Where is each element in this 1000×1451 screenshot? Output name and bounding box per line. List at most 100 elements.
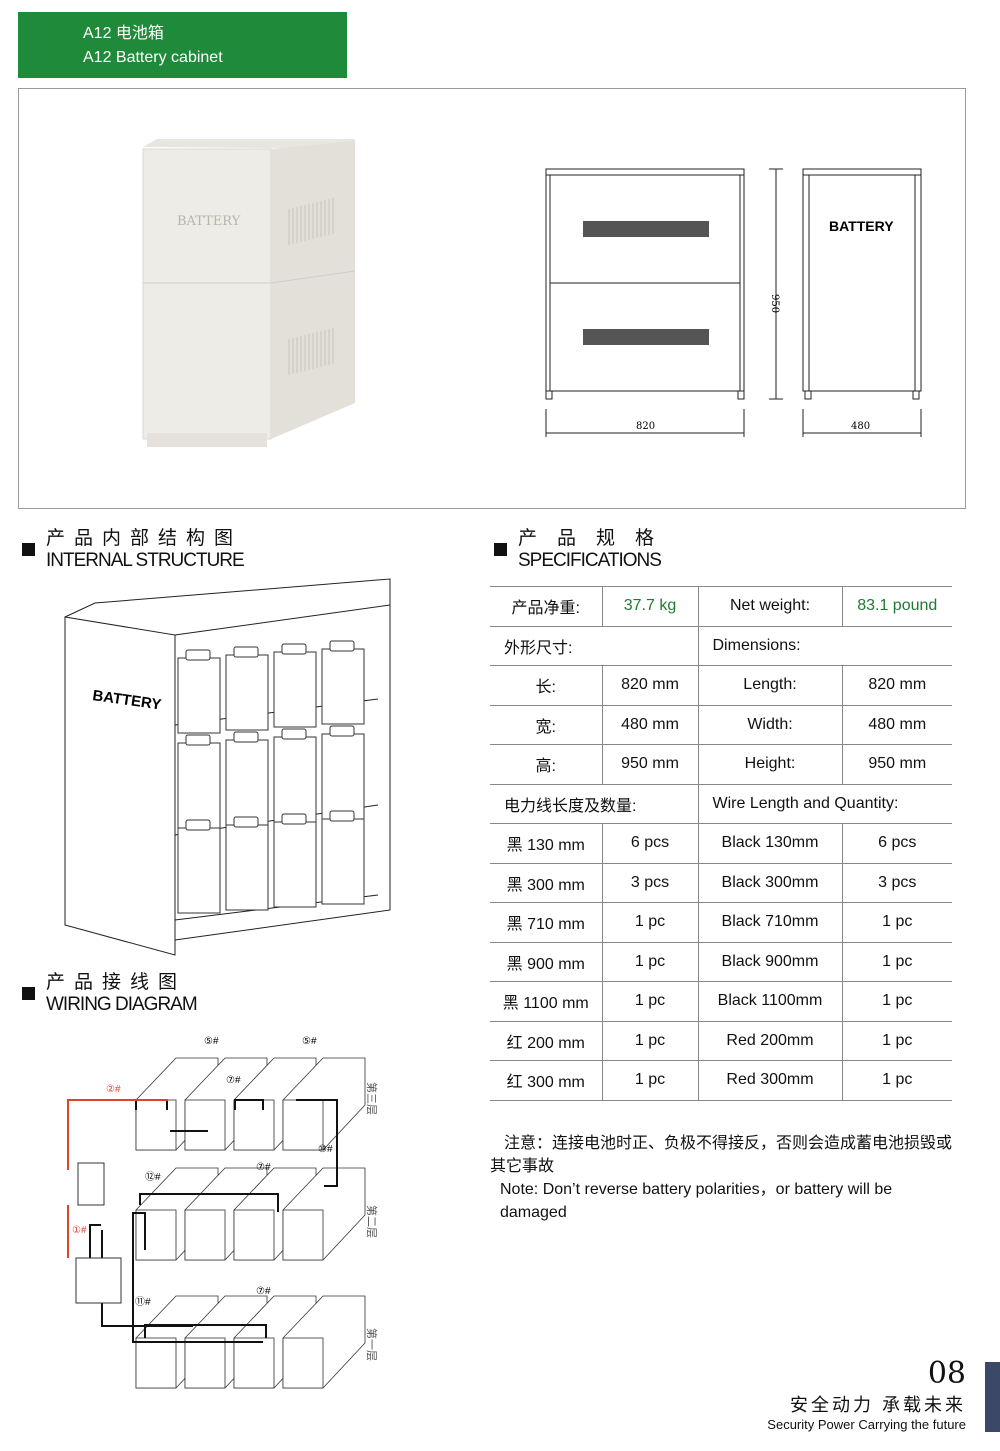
battery-handle	[233, 816, 259, 828]
spec-cell: Length:	[697, 665, 842, 706]
battery-face	[282, 1337, 324, 1389]
layer-label-2: 第二层	[365, 1205, 379, 1238]
battery-cell	[321, 818, 365, 905]
spec-cell: Black 130mm	[697, 823, 842, 864]
battery-handle	[233, 646, 259, 658]
wire-label-7: ⑦#	[256, 1286, 271, 1297]
battery-cell	[225, 654, 269, 731]
spec-cell: 黑 130 mm	[490, 823, 602, 864]
spec-cell: Black 1100mm	[697, 981, 842, 1022]
battery-face	[184, 1209, 226, 1261]
spec-group-heading: 外形尺寸:	[490, 626, 698, 666]
spec-cell: 1 pc	[601, 902, 698, 943]
battery-face	[282, 1099, 324, 1151]
bullet-square	[22, 543, 35, 556]
battery-cell	[225, 824, 269, 911]
battery-cell	[321, 733, 365, 825]
wire-label-10: ⑩#	[318, 1144, 333, 1155]
spec-cell: 37.7 kg	[601, 586, 698, 627]
battery-handle	[329, 640, 355, 652]
spec-cell: Red 200mm	[697, 1021, 842, 1061]
spec-cell: 3 pcs	[601, 863, 698, 903]
spec-cell: Height:	[697, 744, 842, 785]
spec-cell: Black 900mm	[697, 942, 842, 982]
battery-face	[184, 1337, 226, 1389]
spec-cell: Red 300mm	[697, 1060, 842, 1101]
spec-group-heading: Wire Length and Quantity:	[697, 784, 952, 824]
spec-cell: 820 mm	[841, 665, 952, 706]
battery-handle	[233, 731, 259, 743]
wire-label-2: ②#	[106, 1084, 121, 1095]
battery-handle	[185, 649, 211, 661]
spec-group-heading: 电力线长度及数量:	[490, 784, 698, 824]
spec-cell: 6 pcs	[601, 823, 698, 864]
wire-label-7: ⑦#	[256, 1162, 271, 1173]
dim-depth: 480	[851, 421, 870, 432]
spec-cell: 黑 1100 mm	[490, 981, 602, 1022]
footer-bar	[985, 1362, 1000, 1432]
spec-cell: Width:	[697, 705, 842, 745]
spec-cell: 1 pc	[601, 1060, 698, 1101]
battery-face	[135, 1337, 177, 1389]
spec-cell: 长:	[490, 665, 602, 706]
page-number: 08	[927, 1356, 966, 1391]
battery-cell	[273, 821, 317, 908]
wire-label-5: ⑤#	[302, 1036, 317, 1047]
cabinet-photo: BATTERY	[142, 139, 356, 447]
spec-cell: 820 mm	[601, 665, 698, 706]
battery-handle	[329, 725, 355, 737]
polarity-note: 注意：连接电池时正、负极不得接反，否则会造成蓄电池损毁或其它事故 Note: D…	[490, 1132, 960, 1224]
battery-handle	[329, 810, 355, 822]
wire-label-1: ①#	[72, 1225, 87, 1236]
battery-cell	[273, 651, 317, 728]
spec-cell: 产品净重:	[490, 586, 602, 627]
spec-cell: 1 pc	[601, 942, 698, 982]
spec-cell: 1 pc	[841, 902, 952, 943]
page-header: A12 电池箱 A12 Battery cabinet	[18, 12, 347, 78]
page-footer: 08 安全动力 承载未来 Security Power Carrying the…	[767, 1356, 966, 1433]
spec-cell: 红 300 mm	[490, 1060, 602, 1101]
battery-cell	[177, 827, 221, 914]
spec-cell: 红 200 mm	[490, 1021, 602, 1061]
spec-cell: 1 pc	[841, 942, 952, 982]
wire-label-5: ⑤#	[204, 1036, 219, 1047]
spec-cell: 黑 300 mm	[490, 863, 602, 903]
title-en: A12 Battery cabinet	[83, 49, 223, 66]
front-label: BATTERY	[177, 214, 241, 229]
battery-face	[282, 1209, 324, 1261]
spec-group-heading: Dimensions:	[697, 626, 952, 666]
note-cn: 注意：连接电池时正、负极不得接反，否则会造成蓄电池损毁或其它事故	[490, 1135, 953, 1175]
battery-face	[135, 1099, 177, 1151]
spec-cell: 3 pcs	[841, 863, 952, 903]
battery-face	[135, 1209, 177, 1261]
spec-cell: 黑 710 mm	[490, 902, 602, 943]
spec-cell: 1 pc	[601, 981, 698, 1022]
spec-cell: 950 mm	[601, 744, 698, 785]
battery-face	[233, 1337, 275, 1389]
battery-handle	[281, 728, 307, 740]
spec-cell: Black 300mm	[697, 863, 842, 903]
spec-cell: Net weight:	[697, 586, 842, 627]
spec-cell: 黑 900 mm	[490, 942, 602, 982]
battery-cell	[321, 648, 365, 725]
layer-label-3: 第三层	[365, 1082, 379, 1115]
specs-heading: 产品规格 SPECIFICATIONS	[518, 528, 675, 571]
spec-cell: 480 mm	[841, 705, 952, 745]
drawing-label: BATTERY	[829, 218, 894, 234]
title-cn: A12 电池箱	[83, 25, 164, 42]
wire-label-12: ⑫#	[145, 1171, 161, 1183]
battery-face	[184, 1099, 226, 1151]
spec-cell: 950 mm	[841, 744, 952, 785]
spec-cell: 1 pc	[601, 1021, 698, 1061]
battery-handle	[185, 734, 211, 746]
